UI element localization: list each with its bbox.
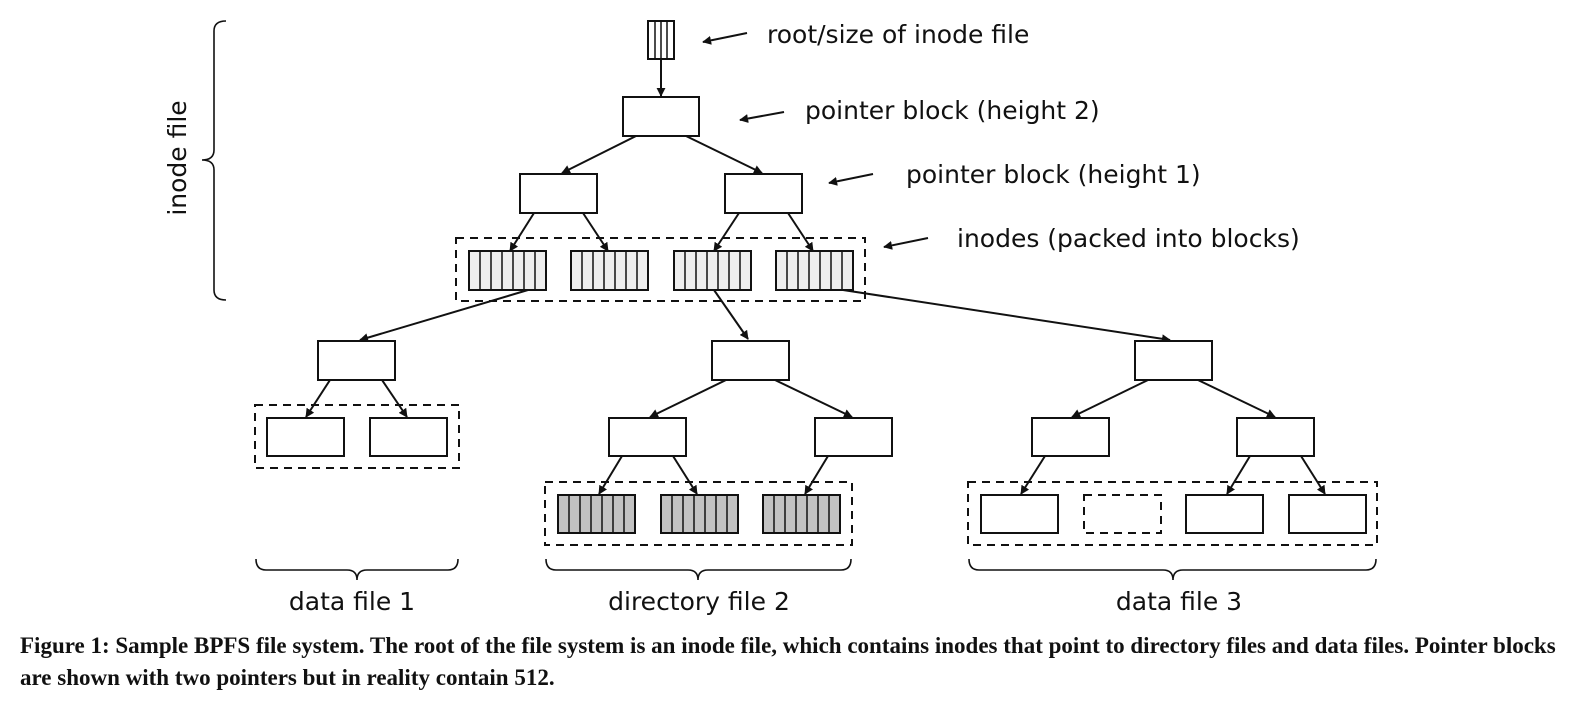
inode-to-file-arrow [359,289,529,343]
data-block [1185,494,1264,534]
pointer-edge [1226,455,1251,495]
data-file-1-brace [255,558,459,581]
inodes-group [455,237,866,302]
root-label: root/size of inode file [767,20,1029,49]
pointer-edge [598,455,623,495]
data-blocks-group [967,481,1378,546]
pointer-edge [305,379,331,418]
data-block [369,417,448,457]
callout-arrow [702,32,748,45]
pointer-edge [774,379,853,418]
pointer-block [1236,417,1315,457]
data-block [1288,494,1367,534]
callout-arrow [739,111,785,123]
inode-to-file-arrow [713,289,749,340]
data-file-3-label: data file 3 [1116,587,1242,616]
sparse-data-block [1083,494,1162,534]
file-root-block [317,340,396,381]
file-root-block [711,340,790,381]
pointer-block-height-2 [622,96,700,137]
pointer-edge [649,379,727,418]
inode-to-file-arrow [842,289,1171,344]
inode-file-label: inode file [163,100,192,215]
pointer-edge [561,135,637,174]
data-file-1-label: data file 1 [289,587,415,616]
pointer-edge [582,212,609,252]
data-file-3-brace [968,558,1377,581]
directory-file-2-brace [545,558,852,581]
file-root-block [1134,340,1213,381]
data-blocks-group [254,404,460,469]
pointer-block [1031,417,1110,457]
pointer-edge [713,212,740,252]
pointer-edge [672,455,698,495]
pointer-block [608,417,687,457]
pointer-edge [381,379,408,418]
inodes-label: inodes (packed into blocks) [957,224,1300,253]
pointer-edge [509,212,535,252]
directory-file-2-label: directory file 2 [608,587,790,616]
inode-block [468,250,547,291]
bpfs-diagram: inode file [163,20,1378,616]
pointer-block-height-2-label: pointer block (height 2) [805,96,1100,125]
directory-block [762,494,841,534]
pointer-block-height-1 [519,173,598,214]
pointer-block-height-1-label: pointer block (height 1) [906,160,1201,189]
pointer-edge [787,212,814,252]
pointer-block-height-1 [724,173,803,214]
directory-blocks-group [544,481,853,546]
figure-caption: Figure 1: Sample BPFS file system. The r… [20,633,1556,690]
directory-block [660,494,739,534]
directory-block [557,494,636,534]
inode-block [673,250,752,291]
pointer-edge [685,135,763,174]
callout-arrow [883,237,929,250]
root-block [647,20,675,60]
pointer-block [814,417,893,457]
pointer-edge [804,455,829,495]
pointer-edge [1020,455,1046,495]
inode-file-brace [201,20,227,301]
callout-arrow [828,173,874,186]
data-block [266,417,345,457]
pointer-edge [1197,379,1276,418]
inode-block [775,250,854,291]
inode-block [570,250,649,291]
data-block [980,494,1059,534]
pointer-edge [1300,455,1326,495]
pointer-edge [1071,379,1149,418]
